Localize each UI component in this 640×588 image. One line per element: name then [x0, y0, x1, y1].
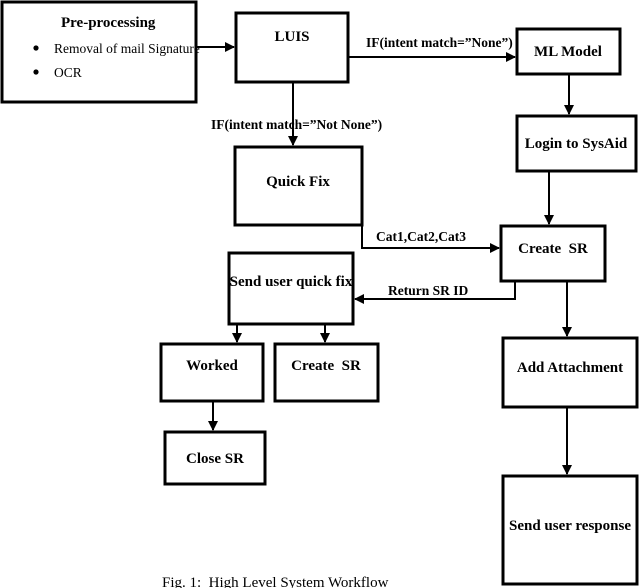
node-label: Quick Fix	[266, 174, 330, 190]
edge-label-createsr-to-senduser: Return SR ID	[388, 283, 469, 298]
bullet-icon	[33, 69, 39, 75]
node-close-sr: Close SR	[163, 430, 267, 486]
node-send-user-quick-fix: Send user quick fix	[227, 251, 355, 326]
bullet-icon	[33, 45, 39, 51]
node-login-sysaid: Login to SysAid	[515, 114, 638, 173]
node-label: Create SR	[291, 358, 361, 374]
node-label: LUIS	[274, 29, 309, 45]
edge-label-luis-to-ml: IF(intent match=”None”)	[366, 35, 513, 50]
node-label: Send user quick fix	[230, 274, 353, 290]
node-add-attachment: Add Attachment	[501, 336, 639, 409]
preprocessing-item-1: Removal of mail Signature	[54, 41, 200, 56]
node-label: Add Attachment	[517, 360, 623, 376]
node-luis: LUIS	[234, 11, 350, 84]
node-preprocessing: Pre-processing Removal of mail Signature…	[0, 0, 200, 104]
figure-caption: Fig. 1: High Level System Workflow	[162, 575, 389, 588]
node-quick-fix: Quick Fix	[233, 145, 364, 227]
node-ml-model: ML Model	[515, 27, 622, 76]
node-label: Worked	[186, 358, 238, 374]
preprocessing-item-2: OCR	[54, 65, 82, 80]
node-label: Send user response	[509, 518, 631, 534]
arrow-createsr-to-senduser	[354, 281, 516, 304]
node-create-sr-main: Create SR	[499, 224, 607, 283]
preprocessing-title: Pre-processing	[61, 15, 156, 31]
node-create-sr-alt: Create SR	[273, 342, 380, 403]
edge-label-luis-to-quickfix: IF(intent match=”Not None”)	[211, 117, 382, 132]
node-label: Login to SysAid	[525, 136, 628, 152]
node-send-user-response: Send user response	[501, 474, 639, 586]
edge-label-quickfix-to-createsr: Cat1,Cat2,Cat3	[376, 229, 466, 244]
node-label: Close SR	[186, 451, 244, 467]
node-worked: Worked	[159, 342, 265, 403]
node-label: Create SR	[518, 241, 588, 257]
node-label: ML Model	[534, 44, 602, 60]
